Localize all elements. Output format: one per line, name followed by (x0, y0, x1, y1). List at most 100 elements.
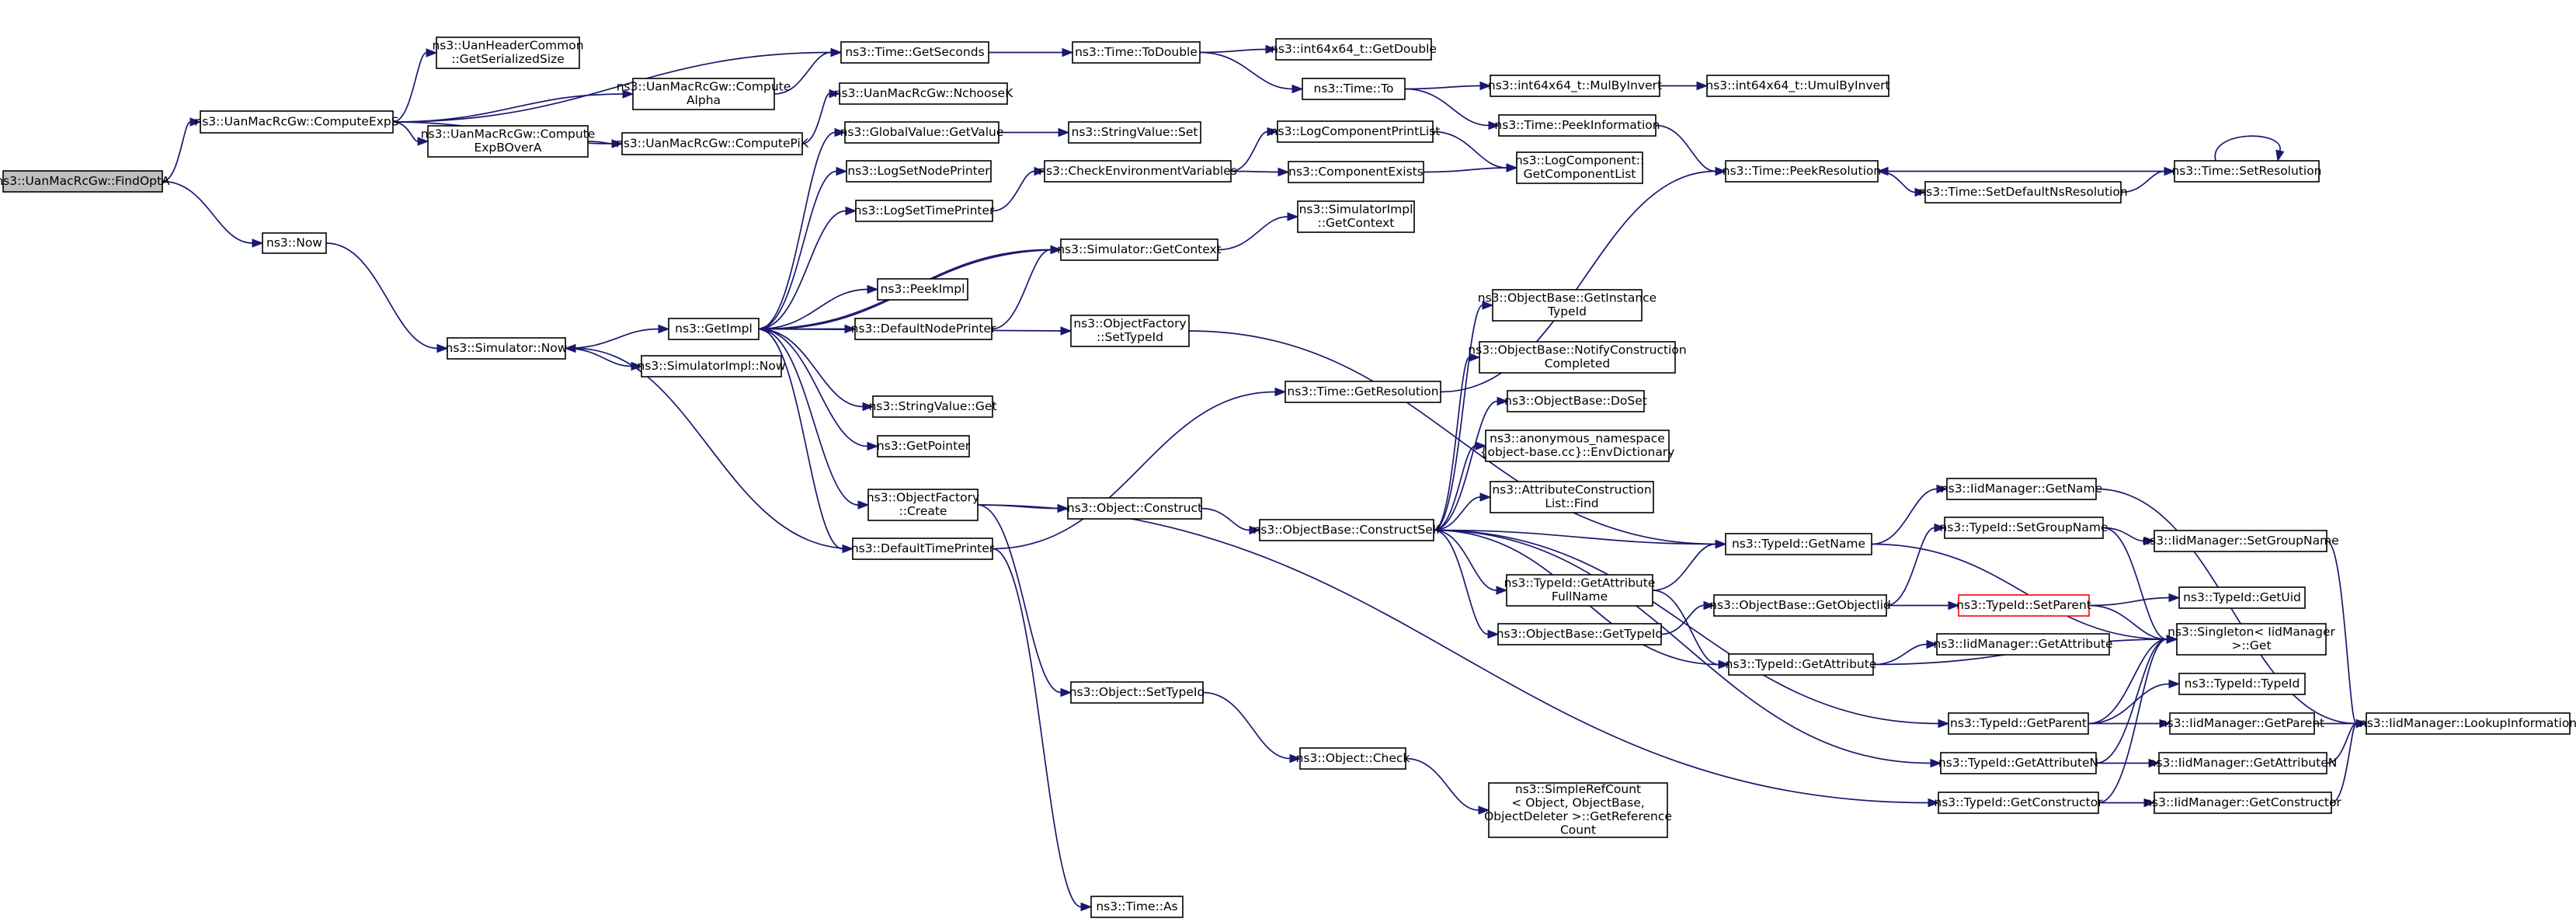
node-iidgetattribute[interactable]: ns3::IidManager::GetAttribute (1933, 633, 2113, 656)
node-label: ns3::int64x64_t::UmulByInvert (1705, 78, 1889, 93)
node-typeidtypeid[interactable]: ns3::TypeId::TypeId (2178, 673, 2306, 695)
node-typeidgetattribute[interactable]: ns3::TypeId::GetAttribute (1726, 653, 1877, 676)
node-label: ns3::GetPointer (877, 439, 971, 453)
node-constructself[interactable]: ns3::ObjectBase::ConstructSelf (1253, 519, 1441, 541)
node-nchoosek[interactable]: ns3::UanMacRcGw::NchooseK (834, 82, 1013, 105)
edge-getimpl-to-peekimpl (758, 284, 879, 330)
node-objectcheck[interactable]: ns3::Object::Check (1296, 747, 1410, 770)
node-logsetnodeprinter[interactable]: ns3::LogSetNodePrinter (846, 160, 992, 183)
node-typeidgetparent[interactable]: ns3::TypeId::GetParent (1948, 712, 2089, 735)
node-timeto[interactable]: ns3::Time::To (1302, 78, 1406, 100)
node-now[interactable]: ns3::Now (262, 232, 327, 254)
node-peekimpl[interactable]: ns3::PeekImpl (877, 278, 968, 301)
edge-getimpl-to-getpointer (758, 328, 879, 451)
node-notifyconstruction[interactable]: ns3::ObjectBase::NotifyConstructionCompl… (1468, 341, 1687, 374)
edge-mulbyinvert-to-umulbyinvert (1660, 81, 1709, 91)
node-label: ns3::GlobalValue::GetValue (840, 125, 1004, 139)
node-label: ns3::TypeId::GetAttribute (1726, 657, 1877, 671)
node-mulbyinvert[interactable]: ns3::int64x64_t::MulByInvert (1488, 75, 1662, 97)
edge-computealpha-to-getseconds (773, 47, 843, 95)
edge-logsettimeprinter-to-checkenv (992, 166, 1046, 212)
node-getattributen[interactable]: ns3::TypeId::GetAttributeN (1938, 752, 2098, 774)
node-simplerefcount[interactable]: ns3::SimpleRefCount< Object, ObjectBase,… (1484, 782, 1672, 838)
node-objfactorycreate[interactable]: ns3::ObjectFactory::Create (867, 489, 979, 521)
node-defaulttimeprinter[interactable]: ns3::DefaultTimePrinter (851, 538, 995, 560)
node-label: ns3::IidManager::GetParent (2160, 716, 2324, 730)
node-objectconstruct[interactable]: ns3::Object::Construct (1067, 497, 1202, 520)
node-iidsetgroupname[interactable]: ns3::IidManager::SetGroupName (2142, 530, 2339, 552)
node-typeidgetname[interactable]: ns3::TypeId::GetName (1725, 533, 1872, 555)
node-simimplnow[interactable]: ns3::SimulatorImpl::Now (637, 355, 786, 377)
node-getconstructor[interactable]: ns3::TypeId::GetConstructor (1934, 792, 2103, 814)
node-defaultnodeprinter[interactable]: ns3::DefaultNodePrinter (851, 318, 996, 340)
node-label: Alpha (687, 93, 721, 107)
node-umulbyinvert[interactable]: ns3::int64x64_t::UmulByInvert (1705, 75, 1890, 97)
node-objbasegettypeid[interactable]: ns3::ObjectBase::GetTypeId (1497, 623, 1663, 645)
node-simimplgetcontext[interactable]: ns3::SimulatorImpl::GetContext (1297, 200, 1415, 233)
node-label: ns3::IidManager::GetAttribute (1933, 637, 2112, 651)
node-label: ns3::Time::PeekResolution (1723, 164, 1881, 178)
node-globalvalueget[interactable]: ns3::GlobalValue::GetValue (840, 121, 1004, 144)
node-label: ns3::Object::SetTypeId (1069, 685, 1205, 699)
node-int64getdouble[interactable]: ns3::int64x64_t::GetDouble (1271, 38, 1437, 61)
node-getobjectiid[interactable]: ns3::ObjectBase::GetObjectIid (1709, 594, 1891, 617)
node-iidgetname[interactable]: ns3::IidManager::GetName (1941, 478, 2102, 500)
node-setparent[interactable]: ns3::TypeId::SetParent (1956, 594, 2091, 617)
node-stringvalueset[interactable]: ns3::StringValue::Set (1068, 121, 1201, 144)
edge-constructself-to-envdictionary (1433, 441, 1487, 531)
node-label: Completed (1545, 357, 1611, 371)
node-peekresolution[interactable]: ns3::Time::PeekResolution (1723, 160, 1881, 183)
edge-iidgetconstructor-to-lookupinformation (2331, 718, 2368, 804)
node-label: ns3::IidManager::GetConstructor (2144, 795, 2341, 809)
node-checkenv[interactable]: ns3::CheckEnvironmentVariables (1038, 160, 1237, 183)
node-getpointer[interactable]: ns3::GetPointer (877, 435, 971, 458)
node-componentexists[interactable]: ns3::ComponentExists (1288, 161, 1424, 183)
node-singletonget[interactable]: ns3::Singleton< IidManager>::Get (2168, 623, 2336, 656)
node-setdefaultns[interactable]: ns3::Time::SetDefaultNsResolution (1918, 181, 2128, 204)
node-logsettimeprinter[interactable]: ns3::LogSetTimePrinter (854, 200, 995, 222)
node-getseconds[interactable]: ns3::Time::GetSeconds (840, 41, 989, 64)
node-simulatornow[interactable]: ns3::Simulator::Now (446, 337, 568, 360)
node-objsettypeid[interactable]: ns3::Object::SetTypeId (1069, 681, 1205, 704)
node-todouble[interactable]: ns3::Time::ToDouble (1072, 41, 1201, 64)
node-objfactorysettypeid[interactable]: ns3::ObjectFactory::SetTypeId (1070, 315, 1190, 347)
node-label: ns3::TypeId::GetParent (1950, 716, 2087, 730)
node-label: ns3::TypeId::GetName (1732, 537, 1865, 551)
node-stringvalueget[interactable]: ns3::StringValue::Get (868, 395, 997, 418)
node-doset[interactable]: ns3::ObjectBase::DoSet (1504, 390, 1647, 412)
edge-checkenv-to-logcomponentprintlist (1230, 127, 1279, 172)
node-setgroupname[interactable]: ns3::TypeId::SetGroupName (1939, 517, 2108, 539)
node-simgetcontext[interactable]: ns3::Simulator::GetContext (1057, 238, 1222, 261)
node-label: ns3::GetImpl (675, 322, 753, 336)
node-envdictionary[interactable]: ns3::anonymous_namespace{object-base.cc}… (1480, 430, 1675, 462)
node-lookupinformation[interactable]: ns3::IidManager::LookupInformation (2359, 712, 2576, 735)
node-getcomponentlist[interactable]: ns3::LogComponent::GetComponentList (1515, 151, 1644, 184)
node-label: ::Create (899, 504, 947, 518)
node-iidgetparent[interactable]: ns3::IidManager::GetParent (2160, 712, 2324, 735)
node-getresolution[interactable]: ns3::Time::GetResolution (1285, 381, 1441, 403)
node-timeas[interactable]: ns3::Time::As (1090, 896, 1184, 918)
node-findopta[interactable]: ns3::UanMacRcGw::FindOptA (0, 170, 170, 193)
node-computepik[interactable]: ns3::UanMacRcGw::ComputePiK (616, 132, 809, 155)
node-computeexps[interactable]: ns3::UanMacRcGw::ComputeExpS (194, 110, 399, 134)
node-label: ns3::UanMacRcGw::Compute (617, 80, 791, 94)
node-iidgetconstructor[interactable]: ns3::IidManager::GetConstructor (2144, 792, 2341, 814)
node-setresolution[interactable]: ns3::Time::SetResolution (2171, 160, 2322, 183)
edge-constructself-to-doset (1433, 396, 1509, 531)
node-getimpl[interactable]: ns3::GetImpl (668, 318, 760, 340)
node-peekinformation[interactable]: ns3::Time::PeekInformation (1494, 114, 1660, 137)
node-logcomponentprintlist[interactable]: ns3::LogComponentPrintList (1271, 120, 1441, 143)
edge-constructself-to-getattributefullname (1433, 529, 1508, 595)
edge-simulatornow-to-getimpl (565, 324, 670, 350)
node-label: ns3::Object::Construct (1067, 501, 1202, 515)
edge-objsettypeid-to-objectcheck (1202, 691, 1302, 764)
edge-simgetcontext-to-simimplgetcontext (1217, 212, 1299, 251)
node-headercommon[interactable]: ns3::UanHeaderCommon::GetSerializedSize (432, 37, 584, 69)
node-getuid[interactable]: ns3::TypeId::GetUid (2178, 586, 2306, 609)
node-iidgetattributen[interactable]: ns3::IidManager::GetAttributeN (2149, 752, 2338, 774)
